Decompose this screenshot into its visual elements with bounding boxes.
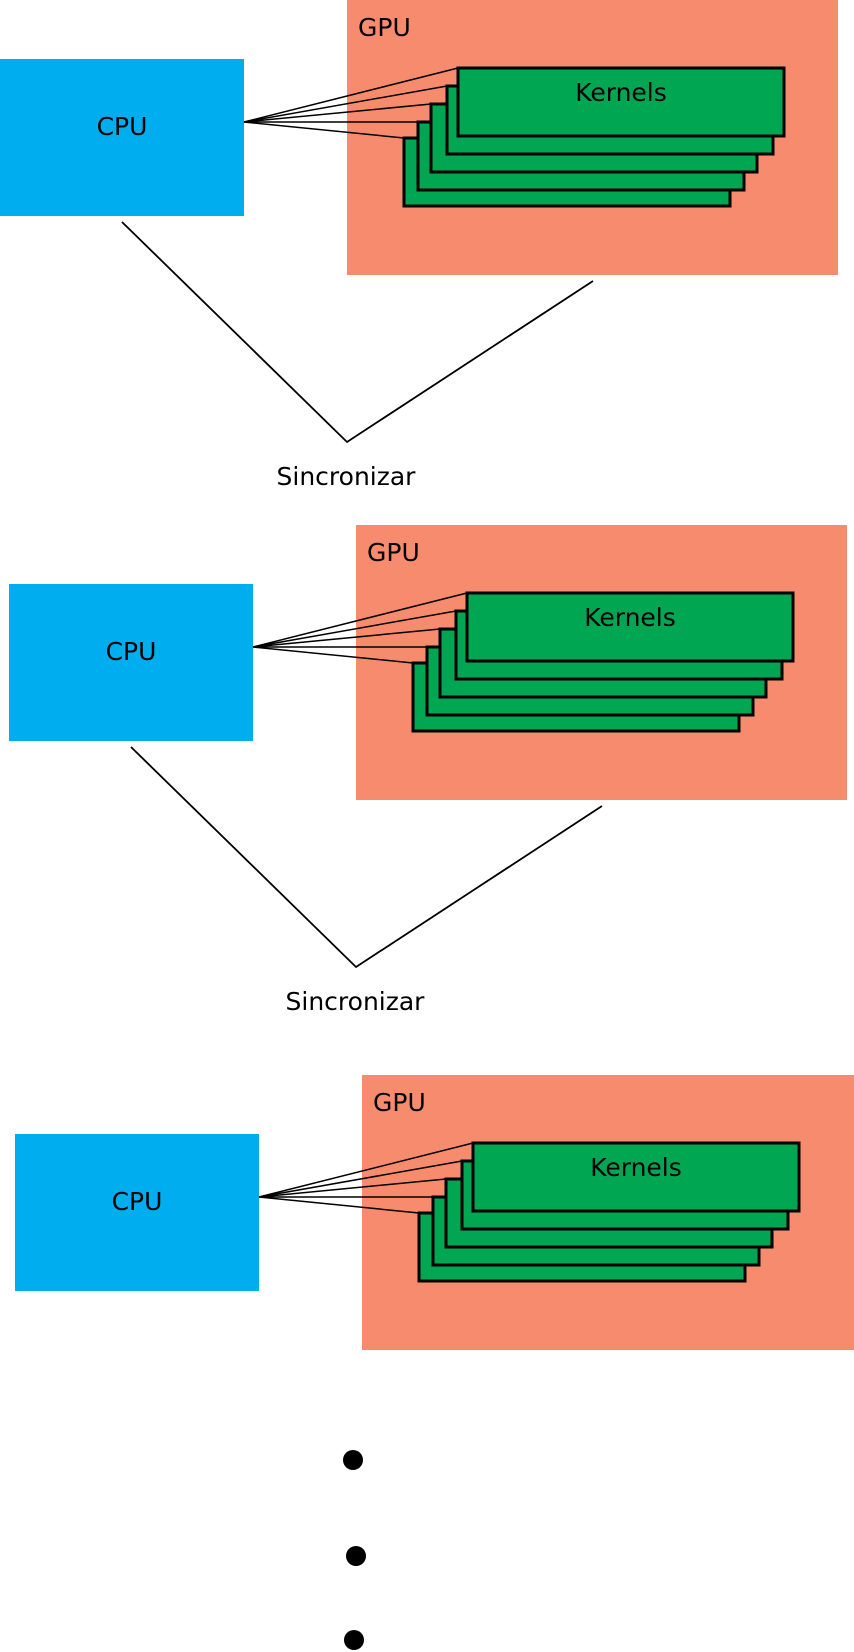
cpu-box bbox=[0, 59, 244, 216]
stage-3: GPU CPU Kernels bbox=[15, 1075, 854, 1350]
kernels-label: Kernels bbox=[590, 1153, 682, 1182]
kernel-stack bbox=[402, 66, 786, 208]
stage-1: GPU CPU Kernels Sincronizar bbox=[0, 0, 838, 491]
ellipsis-dot bbox=[343, 1450, 363, 1470]
kernel-dispatch-lines bbox=[243, 67, 459, 139]
kernel-card-front bbox=[465, 591, 795, 663]
kernels-label: Kernels bbox=[575, 78, 667, 107]
kernels-label: Kernels bbox=[584, 603, 676, 632]
continuation-dots bbox=[343, 1450, 366, 1650]
kernel-stack bbox=[411, 591, 795, 733]
cpu-label: CPU bbox=[112, 1187, 163, 1216]
kernel-dispatch-lines bbox=[252, 592, 468, 664]
stage-2: GPU CPU Kernels Sincronizar bbox=[9, 525, 847, 1016]
cpu-label: CPU bbox=[97, 112, 148, 141]
ellipsis-dot bbox=[344, 1630, 364, 1650]
kernel-card-front bbox=[456, 66, 786, 138]
cpu-box bbox=[15, 1134, 259, 1291]
cpu-label: CPU bbox=[106, 637, 157, 666]
kernel-stack bbox=[417, 1141, 801, 1283]
gpu-label: GPU bbox=[358, 13, 411, 42]
sync-label: Sincronizar bbox=[277, 462, 417, 491]
gpu-label: GPU bbox=[367, 538, 420, 567]
ellipsis-dot bbox=[346, 1546, 366, 1566]
gpu-label: GPU bbox=[373, 1088, 426, 1117]
sync-lines bbox=[121, 221, 594, 444]
sync-label: Sincronizar bbox=[286, 987, 426, 1016]
kernel-card-front bbox=[471, 1141, 801, 1213]
sync-lines bbox=[130, 746, 603, 969]
kernel-dispatch-lines bbox=[258, 1142, 474, 1214]
cpu-box bbox=[9, 584, 253, 741]
